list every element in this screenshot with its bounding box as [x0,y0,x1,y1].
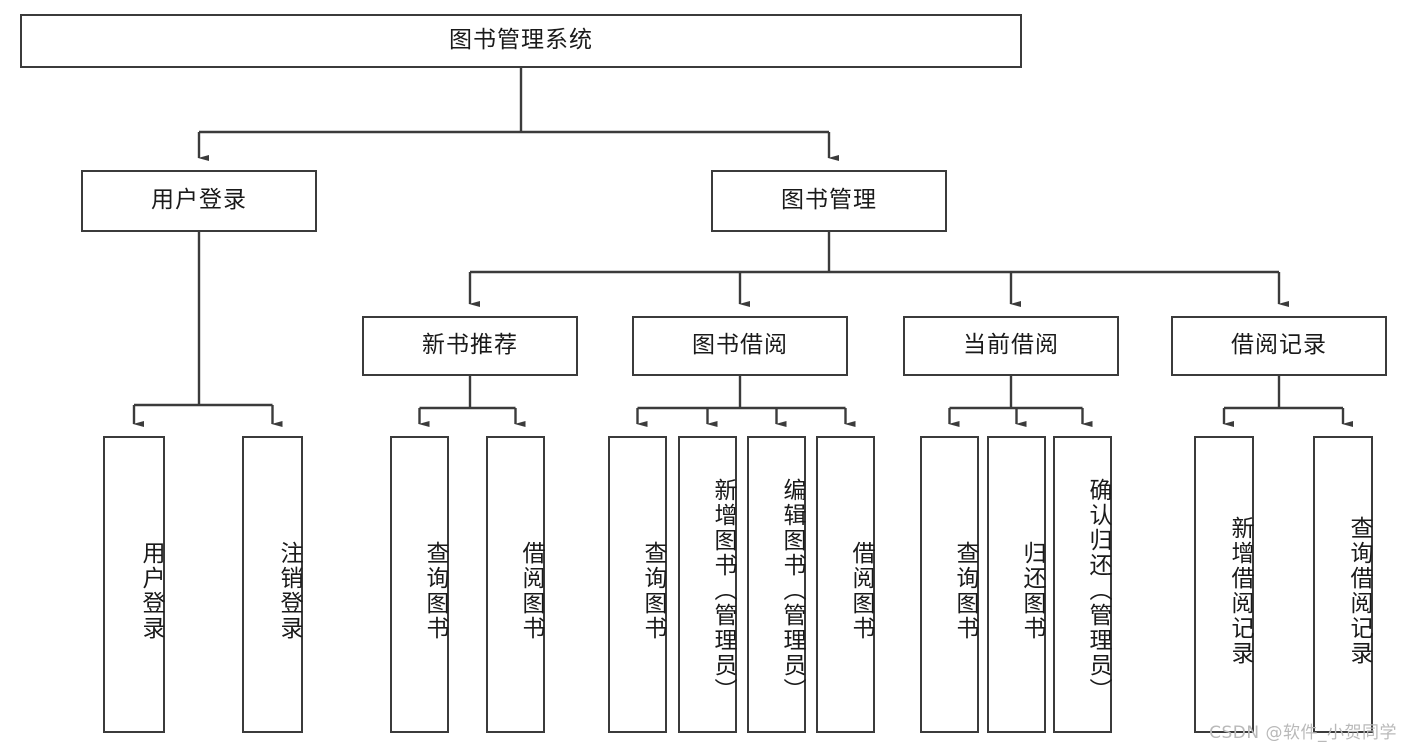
node-f-br-add[interactable]: 新增借阅记录 [1194,436,1254,733]
node-label: 图书借阅 [692,332,788,359]
node-user-login[interactable]: 用户登录 [81,170,317,232]
node-f-rec-query[interactable]: 查询图书 [390,436,449,733]
node-label: 查询借阅记录 [1346,515,1372,666]
node-label: 图书管理 [781,187,877,214]
node-f-user-login[interactable]: 用户登录 [103,436,165,733]
node-label: 查询图书 [640,540,666,641]
node-label: 注销登录 [276,540,302,641]
node-label: 用户登录 [151,187,247,214]
node-label: 当前借阅 [963,332,1059,359]
node-f-cb-return[interactable]: 归还图书 [987,436,1046,733]
watermark-text: CSDN @软件_小贺同学 [1209,723,1397,743]
node-label: 新增借阅记录 [1227,515,1253,666]
node-f-user-logout[interactable]: 注销登录 [242,436,303,733]
node-book-borrow[interactable]: 图书借阅 [632,316,848,376]
node-label: 新书推荐 [422,332,518,359]
node-f-cb-confirm[interactable]: 确认归还（管理员） [1053,436,1112,733]
node-label: 借阅图书 [518,540,544,641]
node-new-book-rec[interactable]: 新书推荐 [362,316,578,376]
node-label: 用户登录 [138,540,164,641]
node-label: 图书管理系统 [449,27,593,54]
node-label: 查询图书 [422,540,448,641]
node-f-bb-edit[interactable]: 编辑图书（管理员） [747,436,806,733]
node-label: 编辑图书（管理员） [779,478,805,703]
node-f-bb-add[interactable]: 新增图书（管理员） [678,436,737,733]
node-f-cb-query[interactable]: 查询图书 [920,436,979,733]
node-label: 确认归还（管理员） [1085,478,1111,703]
node-label: 归还图书 [1019,540,1045,641]
node-label: 借阅图书 [848,540,874,641]
node-borrow-record[interactable]: 借阅记录 [1171,316,1387,376]
node-f-rec-borrow[interactable]: 借阅图书 [486,436,545,733]
node-f-bb-query[interactable]: 查询图书 [608,436,667,733]
node-label: 新增图书（管理员） [710,478,736,703]
node-book-manage[interactable]: 图书管理 [711,170,947,232]
node-f-br-query[interactable]: 查询借阅记录 [1313,436,1373,733]
node-f-bb-borrow[interactable]: 借阅图书 [816,436,875,733]
node-current-borrow[interactable]: 当前借阅 [903,316,1119,376]
node-label: 借阅记录 [1231,332,1327,359]
node-root[interactable]: 图书管理系统 [20,14,1022,68]
node-label: 查询图书 [952,540,978,641]
